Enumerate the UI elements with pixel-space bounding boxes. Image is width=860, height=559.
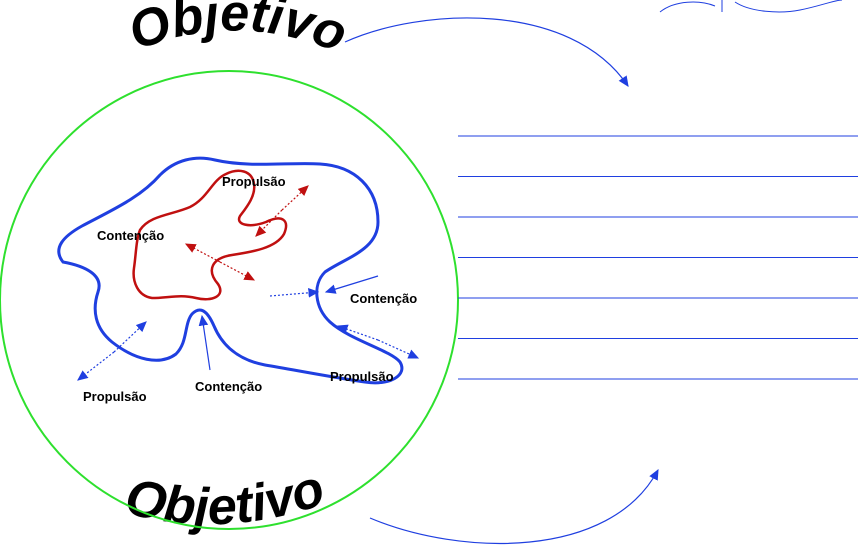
label-inner-contention: Contenção [97,228,164,243]
right-propulsion-arrow-a [336,324,379,341]
label-left-propulsion: Propulsão [83,389,147,404]
label-right-propulsion: Propulsão [330,369,394,384]
right-contention-arrow-dotted [269,288,320,298]
label-right-contention: Contenção [350,291,417,306]
label-bottom-contention: Contenção [195,379,262,394]
outer-region-shape [57,156,404,385]
label-inner-propulsion: Propulsão [222,174,286,189]
inner-contention-arrow-b [219,261,256,281]
inner-region-shape [132,169,288,301]
bottom-curved-arrow [369,468,659,545]
objective-title-bottom: Objetivo [120,459,331,536]
inner-contention-arrow-a [184,243,221,263]
top-right-curve-fragment [659,0,843,13]
left-propulsion-arrow-b [113,321,147,353]
top-curved-arrow [344,17,629,87]
inner-propulsion-arrow-a [281,185,309,211]
right-propulsion-arrow-b [377,339,420,359]
goal-circle [0,70,459,530]
objective-title-top: Objetivo [122,0,355,64]
left-propulsion-arrow-a [77,351,115,381]
right-contention-arrow-solid [324,275,379,294]
writing-lines [458,135,858,380]
bottom-contention-arrow [198,314,211,371]
